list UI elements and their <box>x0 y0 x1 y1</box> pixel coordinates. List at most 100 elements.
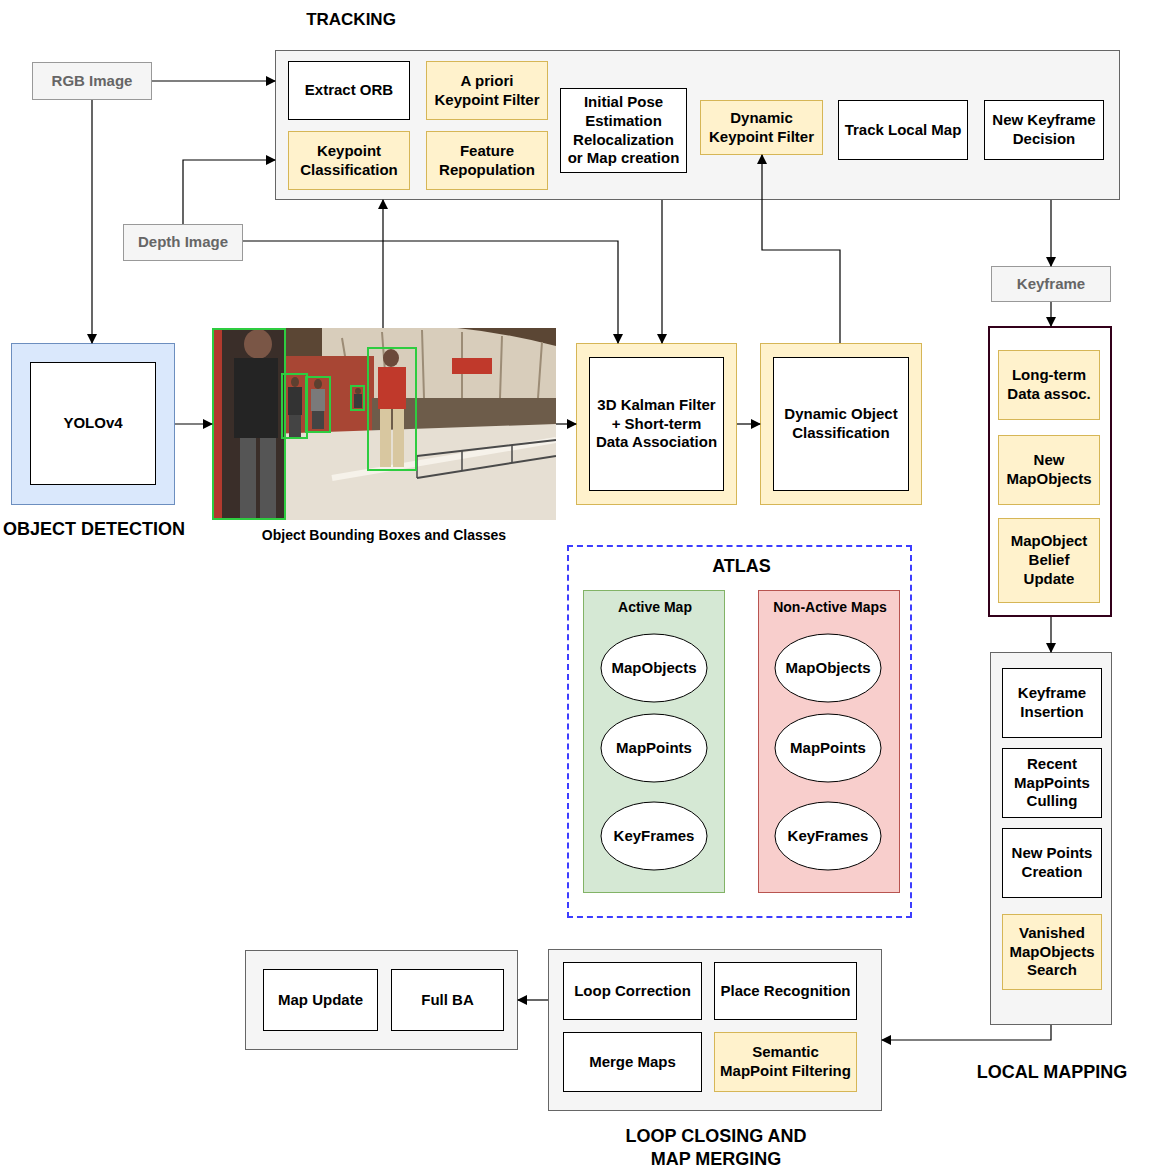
section-title: LOCAL MAPPING <box>969 1061 1135 1084</box>
flow-arrow <box>175 423 212 424</box>
process-box-label: Dynamic Object Classification <box>773 357 909 491</box>
box-label: Merge Maps <box>585 1053 680 1072</box>
image-caption: Object Bounding Boxes and Classes <box>212 527 556 545</box>
group-panel: LOCAL MAPPINGKeyframe InsertionRecent Ma… <box>990 652 1112 1025</box>
process-box: YOLOv4 <box>30 362 156 485</box>
box-label: Place Recognition <box>716 982 854 1001</box>
box-label: YOLOv4 <box>59 414 126 433</box>
process-box: Recent MapPoints Culling <box>1002 748 1102 818</box>
box-label: MapPoints <box>612 739 696 758</box>
box-label: Full BA <box>417 991 478 1010</box>
flow-arrow <box>1050 302 1051 326</box>
process-box: Track Local Map <box>838 100 968 160</box>
new-module-box: Feature Repopulation <box>426 131 548 190</box>
section-title: ATLAS <box>569 555 914 578</box>
box-label: KeyFrames <box>610 827 699 846</box>
group-panel: Map Update Full BA <box>245 950 518 1050</box>
process-box: Full BA <box>391 969 504 1031</box>
box-label: KeyFrames <box>784 827 873 846</box>
box-label: Depth Image <box>134 233 232 252</box>
panel-title: Non-Active Maps <box>759 599 901 617</box>
new-module-box: New MapObjects <box>998 435 1100 505</box>
data-ellipse: MapPoints <box>600 713 708 783</box>
process-box: Keyframe Insertion <box>1002 668 1102 738</box>
box-label: Map Update <box>274 991 367 1010</box>
box-label: A priori Keypoint Filter <box>427 72 547 110</box>
panel-title: Active Map <box>584 599 726 617</box>
flow-arrow <box>1050 200 1051 266</box>
mall-photo <box>212 328 556 520</box>
new-module-box: MapObject Belief Update <box>998 518 1100 603</box>
box-label: Keyframe <box>1013 275 1089 294</box>
active-map-panel: Active MapMapObjectsMapPointsKeyFrames <box>583 590 725 893</box>
process-box-label: 3D Kalman Filter + Short-term Data Assoc… <box>589 357 724 491</box>
flow-arrow <box>152 80 275 81</box>
box-label: Feature Repopulation <box>427 142 547 180</box>
flow-arrow <box>762 155 840 343</box>
box-label: Track Local Map <box>841 121 966 140</box>
flow-arrow <box>556 423 576 424</box>
new-module-box: Long-term Data assoc. <box>998 350 1100 420</box>
new-module-box: Keypoint Classification <box>288 131 410 190</box>
box-label: New MapObjects <box>999 451 1099 489</box>
data-ellipse: MapPoints <box>774 713 882 783</box>
box-label: MapObject Belief Update <box>999 532 1099 588</box>
new-module-box: 3D Kalman Filter + Short-term Data Assoc… <box>576 343 737 505</box>
data-ellipse: MapObjects <box>774 633 882 703</box>
box-label: MapObjects <box>607 659 700 678</box>
flow-arrow <box>91 100 92 343</box>
detector-panel: OBJECT DETECTIONYOLOv4 <box>11 343 175 505</box>
box-label: Initial Pose Estimation Relocalization o… <box>561 93 686 168</box>
box-label: Extract ORB <box>301 81 397 100</box>
box-label: Keypoint Classification <box>289 142 409 180</box>
box-label: MapObjects <box>781 659 874 678</box>
process-box: Place Recognition <box>714 962 857 1020</box>
box-label: New Points Creation <box>1003 844 1101 882</box>
flow-arrow <box>1050 617 1051 652</box>
flow-arrow <box>243 241 618 343</box>
section-title: OBJECT DETECTION <box>2 518 186 541</box>
group-panel: TRACKINGExtract ORBA priori Keypoint Fil… <box>275 50 1120 200</box>
input-box: Depth Image <box>123 224 243 261</box>
box-label: Vanished MapObjects Search <box>1003 924 1101 980</box>
data-ellipse: KeyFrames <box>600 801 708 871</box>
flow-arrow <box>882 1025 1051 1040</box>
process-box: Extract ORB <box>288 61 410 120</box>
new-module-box: Dynamic Object Classification <box>760 343 922 505</box>
input-box: RGB Image <box>32 62 152 100</box>
inactive-map-panel: Non-Active MapsMapObjectsMapPointsKeyFra… <box>758 590 900 893</box>
process-box: New Keyframe Decision <box>984 100 1104 160</box>
process-box: Loop Correction <box>563 962 702 1020</box>
section-title: TRACKING <box>286 9 416 30</box>
new-module-box: Dynamic Keypoint Filter <box>700 100 823 155</box>
flow-arrow <box>661 200 662 343</box>
new-module-box: Semantic MapPoint Filtering <box>714 1032 857 1092</box>
box-label: Long-term Data assoc. <box>999 366 1099 404</box>
process-box: Map Update <box>263 969 378 1031</box>
new-module-box: Vanished MapObjects Search <box>1002 914 1102 990</box>
group-panel: LOOP CLOSING AND MAP MERGINGLoop Correct… <box>548 949 882 1111</box>
process-box: New Points Creation <box>1002 828 1102 898</box>
section-title: LOOP CLOSING AND MAP MERGING <box>616 1125 816 1170</box>
process-box: Initial Pose Estimation Relocalization o… <box>560 88 687 173</box>
new-module-box: A priori Keypoint Filter <box>426 61 548 120</box>
box-label: Recent MapPoints Culling <box>1003 755 1101 811</box>
atlas-region: ATLAS Active MapMapObjectsMapPointsKeyFra… <box>567 545 912 918</box>
box-label: Keyframe Insertion <box>1003 684 1101 722</box>
process-box: Merge Maps <box>563 1032 702 1092</box>
box-label: Dynamic Keypoint Filter <box>701 109 822 147</box>
image-figure: Object Bounding Boxes and Classes <box>212 328 556 565</box>
flow-arrow <box>737 423 760 424</box>
flow-arrow <box>183 160 275 224</box>
box-label: Semantic MapPoint Filtering <box>715 1043 856 1081</box>
flow-arrow <box>382 200 383 328</box>
box-label: MapPoints <box>786 739 870 758</box>
data-ellipse: MapObjects <box>600 633 708 703</box>
module-group: Long-term Data assoc. New MapObjectsMapOb… <box>988 326 1112 617</box>
data-ellipse: KeyFrames <box>774 801 882 871</box>
box-label: Loop Correction <box>570 982 695 1001</box>
input-box: Keyframe <box>991 266 1111 302</box>
box-label: RGB Image <box>48 72 137 91</box>
